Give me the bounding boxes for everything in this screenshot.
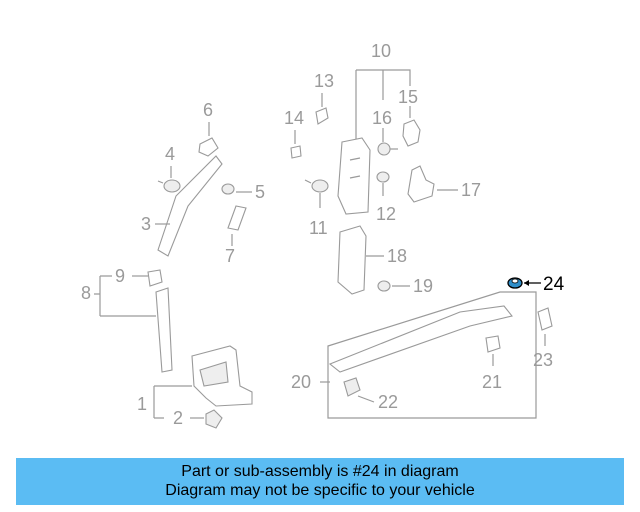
part-10-pillar-trim xyxy=(337,137,371,215)
part-14-clip xyxy=(290,145,302,159)
callout-8: 8 xyxy=(81,283,91,303)
callout-19: 19 xyxy=(413,276,433,296)
part-15-clip xyxy=(402,119,421,147)
part-18-lower-trim xyxy=(337,225,367,295)
callout-5: 5 xyxy=(255,182,265,202)
caption-banner: Part or sub-assembly is #24 in diagram D… xyxy=(16,458,624,505)
part-21-clip xyxy=(485,335,501,353)
callout-24: 24 xyxy=(543,274,565,295)
part-11-bolt xyxy=(311,179,329,193)
part-16-screw xyxy=(377,142,391,156)
callout-21: 21 xyxy=(482,372,502,392)
part-13-clip xyxy=(315,107,329,125)
part-12-screw xyxy=(376,171,390,183)
part-20-sill-plate xyxy=(328,305,513,373)
part-22-clip xyxy=(343,377,361,397)
part-4-bolt xyxy=(163,179,181,193)
callout-18: 18 xyxy=(387,246,407,266)
callout-12: 12 xyxy=(376,204,396,224)
caption-line-1: Part or sub-assembly is #24 in diagram xyxy=(181,463,459,480)
part-8-trim xyxy=(155,287,173,373)
leader-10 xyxy=(355,69,411,140)
callout-13: 13 xyxy=(314,71,334,91)
part-17-handle xyxy=(407,165,435,203)
part-19-screw xyxy=(377,280,391,292)
callout-2: 2 xyxy=(173,408,183,428)
callout-3: 3 xyxy=(141,214,151,234)
part-5-screw xyxy=(221,183,235,195)
callout-22: 22 xyxy=(378,392,398,412)
callout-15: 15 xyxy=(398,87,418,107)
callout-4: 4 xyxy=(165,144,175,164)
part-20-outline xyxy=(327,291,537,419)
part-2-clip xyxy=(205,409,223,429)
callout-17: 17 xyxy=(461,180,481,200)
part-7-clip xyxy=(227,205,247,231)
callout-20: 20 xyxy=(291,372,311,392)
callout-1: 1 xyxy=(137,394,147,414)
callout-10: 10 xyxy=(371,41,391,61)
part-6-clip xyxy=(198,137,219,157)
part-3-a-pillar-trim xyxy=(157,155,223,257)
callout-11: 11 xyxy=(309,218,328,238)
callout-16: 16 xyxy=(372,108,392,128)
callout-23: 23 xyxy=(533,350,553,370)
caption-line-2: Diagram may not be specific to your vehi… xyxy=(165,482,475,499)
callout-6: 6 xyxy=(203,100,213,120)
part-23-clip xyxy=(537,307,553,331)
callout-14: 14 xyxy=(284,108,304,128)
callout-7: 7 xyxy=(225,246,235,266)
part-9-clip xyxy=(147,269,163,287)
callout-9: 9 xyxy=(115,266,125,286)
